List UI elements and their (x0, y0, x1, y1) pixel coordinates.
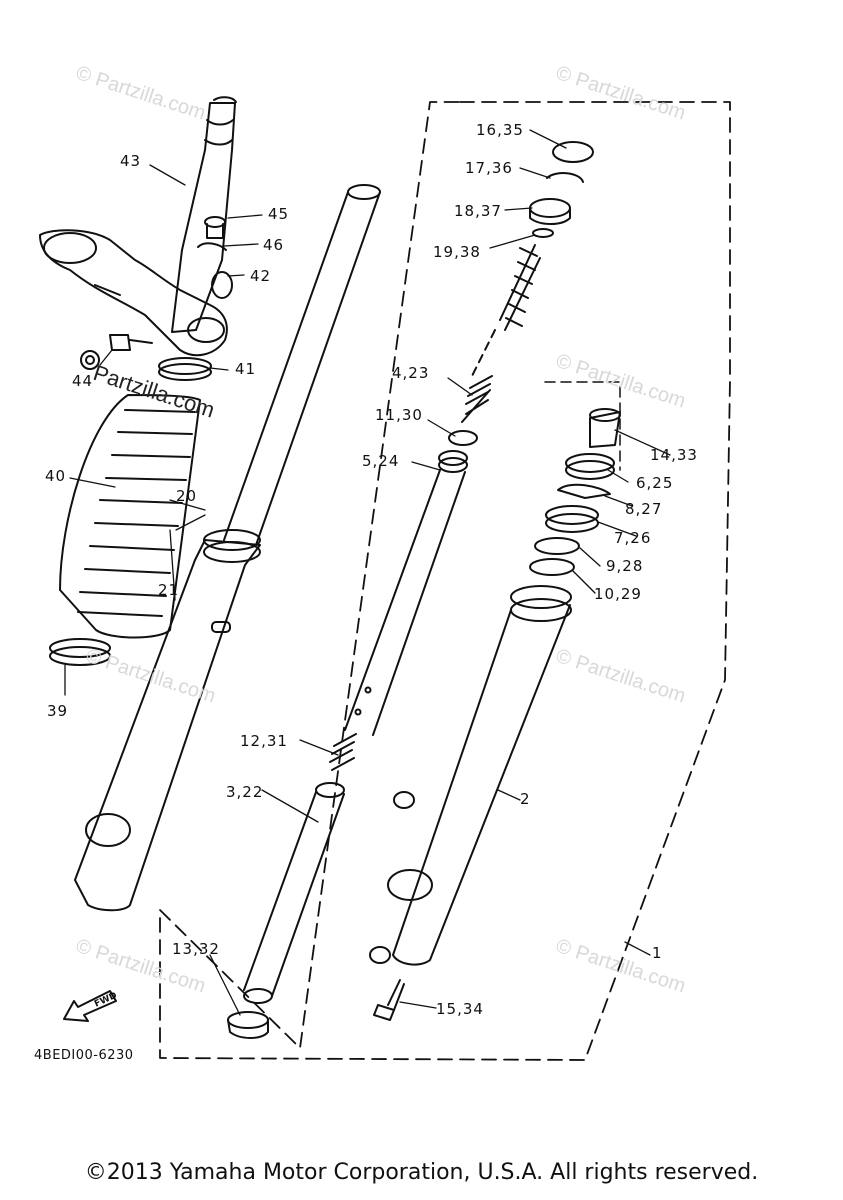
diagram-code: 4BEDI00-6230 (34, 1048, 134, 1063)
right-outer-tube (369, 585, 572, 966)
assembly-outline (159, 101, 731, 1061)
fwd-arrow-icon: FWD (63, 990, 119, 1022)
callout-17-36: 17,36 (465, 159, 513, 177)
left-outer-tube (74, 529, 261, 912)
callout-12-31: 12,31 (240, 732, 288, 750)
callout-5-24: 5,24 (362, 452, 400, 470)
callout-11-30: 11,30 (375, 406, 423, 424)
callout-4-23: 4,23 (392, 364, 430, 382)
callout-20: 20 (176, 487, 198, 505)
bolt-18 (529, 198, 571, 225)
inner-tube-3 (243, 782, 345, 1004)
callout-7-26: 7,26 (614, 529, 652, 547)
callout-8-27: 8,27 (625, 500, 663, 518)
rebound-spring (461, 375, 493, 423)
copyright-notice: ©2013 Yamaha Motor Corporation, U.S.A. A… (84, 1160, 759, 1185)
washer-9 (534, 537, 580, 555)
boot-band-39 (49, 638, 111, 666)
callout-45: 45 (268, 205, 290, 223)
callout-39: 39 (47, 702, 69, 720)
damper-rod (344, 450, 468, 736)
bushing-13 (227, 1011, 269, 1039)
pinch-bolt (80, 334, 153, 370)
fork-spring (469, 244, 541, 381)
oil-seal-6 (565, 453, 615, 480)
callout-40: 40 (45, 467, 67, 485)
bushing-10 (529, 558, 575, 576)
boot-band-41 (158, 357, 212, 381)
callout-42: 42 (250, 267, 272, 285)
o-ring-42 (211, 271, 233, 299)
callout-21: 21 (158, 581, 180, 599)
drain-bolt-15 (373, 979, 405, 1021)
bushing-14 (589, 408, 621, 448)
callout-44: 44 (72, 372, 94, 390)
callout-9-28: 9,28 (606, 557, 644, 575)
callout-18-37: 18,37 (454, 202, 502, 220)
washer-7 (545, 505, 599, 533)
callout-13-32: 13,32 (172, 940, 220, 958)
callout-46: 46 (263, 236, 285, 254)
ring-19 (532, 228, 554, 238)
callout-15-34: 15,34 (436, 1000, 484, 1018)
callout-14-33: 14,33 (650, 446, 698, 464)
collar-11 (448, 430, 478, 446)
fork-boot (59, 394, 201, 639)
inner-assembly-outline (544, 381, 621, 471)
clip-17 (546, 172, 584, 183)
callout-6-25: 6,25 (636, 474, 674, 492)
callout-3-22: 3,22 (226, 783, 264, 801)
steering-stem (171, 96, 237, 333)
callout-16-35: 16,35 (476, 121, 524, 139)
bolt-45 (204, 216, 226, 239)
left-inner-tube (223, 184, 381, 546)
cap-16 (552, 141, 594, 163)
spring-12 (329, 733, 357, 771)
clip-8 (557, 483, 611, 499)
callout-41: 41 (235, 360, 257, 378)
under-bracket (39, 229, 228, 357)
callout-10-29: 10,29 (594, 585, 642, 603)
clip-46 (197, 242, 227, 251)
callout-1: 1 (652, 944, 663, 962)
callout-19-38: 19,38 (433, 243, 481, 261)
callout-43: 43 (120, 152, 142, 170)
callout-2: 2 (520, 790, 531, 808)
